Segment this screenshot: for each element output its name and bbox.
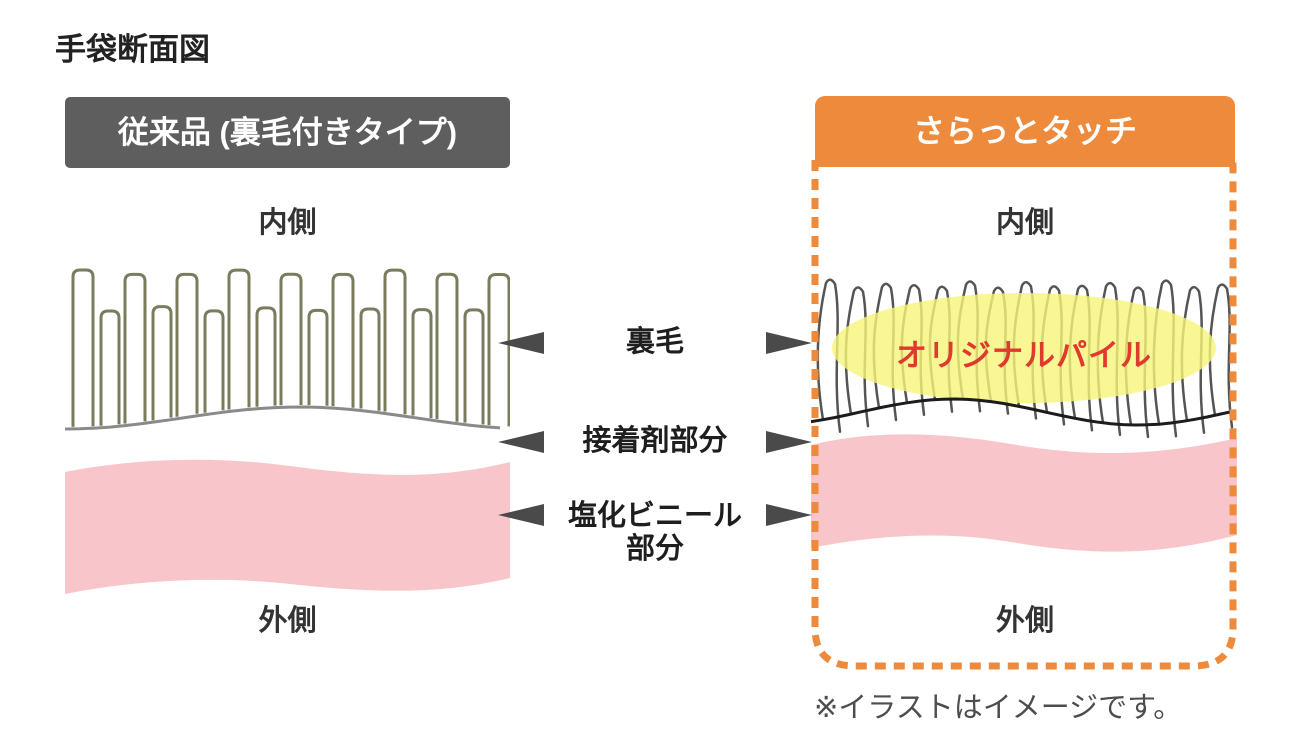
saratto-pile-illustration <box>811 160 1237 670</box>
conventional-pile-illustration <box>65 268 510 594</box>
annotation-row-vinyl: 塩化ビニール 部分 <box>498 500 812 567</box>
saratto-touch-header: さらっとタッチ <box>815 96 1235 167</box>
adhesive-label: 接着剤部分 <box>582 425 728 458</box>
original-pile-highlight-label: オリジナルパイル <box>896 338 1152 373</box>
page-title: 手袋断面図 <box>55 32 210 67</box>
right-outer-side-label: 外側 <box>995 605 1054 637</box>
conventional-product-header: 従来品 (裏毛付きタイプ) <box>65 97 510 168</box>
arrow-left-icon <box>498 332 544 354</box>
right-inner-side-label: 内側 <box>995 207 1054 239</box>
arrow-right-icon <box>765 504 812 526</box>
annotation-row-adhesive: 接着剤部分 <box>498 419 812 465</box>
left-inner-side-label: 内側 <box>258 207 317 239</box>
arrow-left-icon <box>498 431 544 453</box>
vinyl-label: 塩化ビニール 部分 <box>567 500 742 566</box>
left-outer-side-label: 外側 <box>258 605 317 637</box>
arrow-right-icon <box>765 431 812 453</box>
pile-label: 裏毛 <box>625 326 684 359</box>
arrow-left-icon <box>498 504 544 526</box>
arrow-right-icon <box>765 332 812 354</box>
illustration-disclaimer-note: ※イラストはイメージです。 <box>814 692 1183 724</box>
annotation-row-pile: 裏毛 <box>498 320 812 366</box>
